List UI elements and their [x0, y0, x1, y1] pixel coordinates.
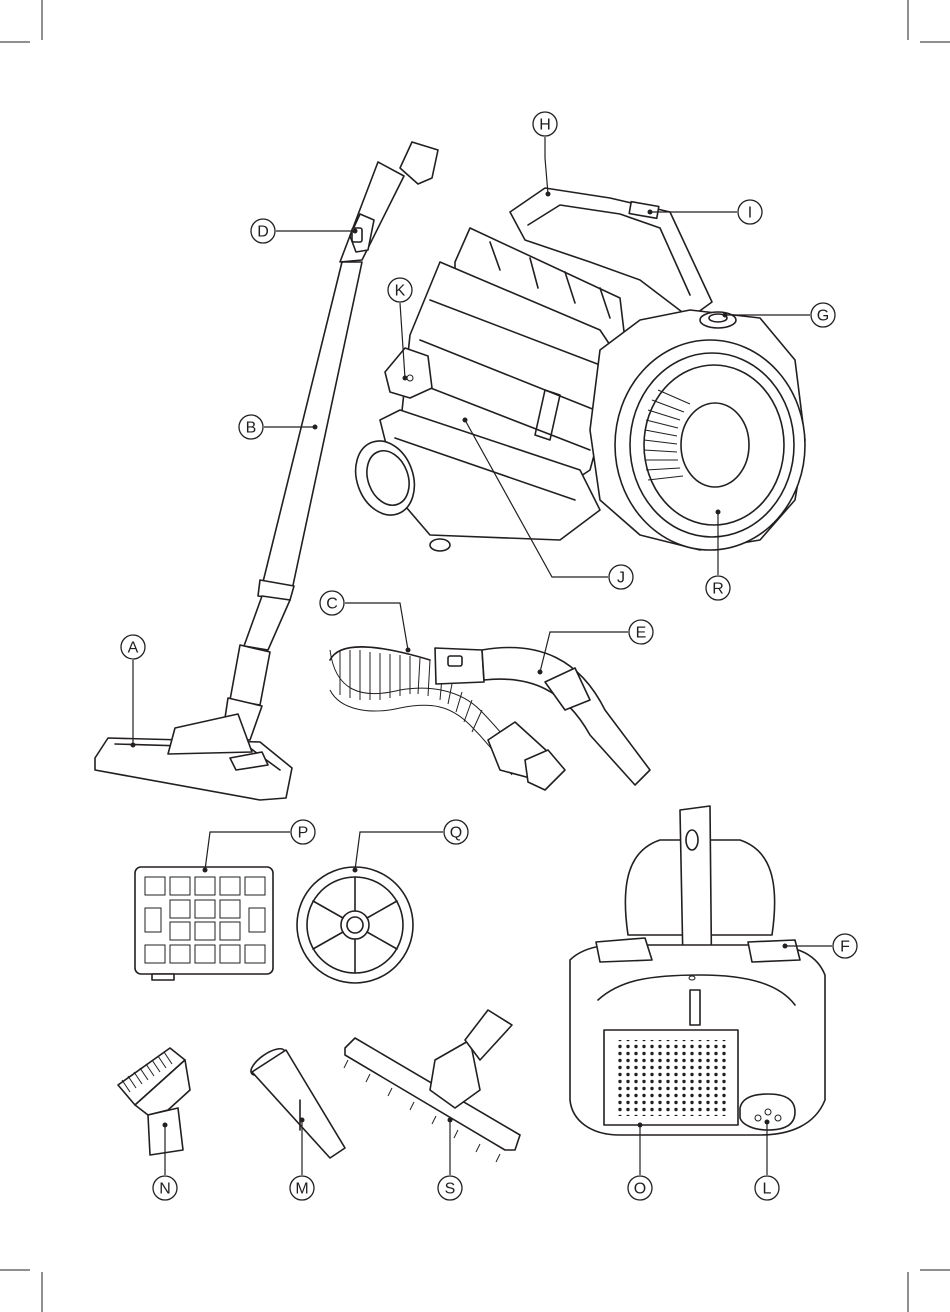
callout-label-J: J — [617, 570, 625, 587]
callout-C: C — [320, 591, 344, 615]
crevice-tool — [247, 1044, 345, 1158]
hose — [330, 647, 650, 790]
callout-label-R: R — [712, 581, 724, 598]
callout-L: L — [755, 1176, 779, 1200]
round-filter — [297, 867, 413, 983]
callout-label-S: S — [445, 1181, 456, 1198]
callout-S: S — [438, 1176, 462, 1200]
callout-D: D — [251, 219, 275, 243]
vacuum-rear-view — [570, 806, 825, 1135]
callout-label-F: F — [840, 939, 850, 956]
floor-brush — [344, 1010, 520, 1162]
callout-B: B — [239, 415, 263, 439]
callout-E: E — [629, 620, 653, 644]
callout-label-Q: Q — [450, 825, 462, 842]
callout-label-G: G — [817, 308, 829, 325]
hepa-filter — [135, 867, 273, 980]
callout-label-H: H — [539, 117, 551, 134]
callout-P: P — [291, 820, 315, 844]
callout-F: F — [833, 934, 857, 958]
callout-H: H — [533, 112, 557, 136]
callout-label-I: I — [748, 205, 752, 222]
callout-label-P: P — [298, 825, 309, 842]
callout-Q: Q — [444, 820, 468, 844]
callout-M: M — [290, 1176, 314, 1200]
callout-label-N: N — [159, 1181, 171, 1198]
callout-label-E: E — [636, 625, 647, 642]
dusting-brush — [118, 1048, 190, 1155]
callout-G: G — [811, 303, 835, 327]
callout-K: K — [388, 278, 412, 302]
callout-label-L: L — [763, 1181, 772, 1198]
callout-A: A — [121, 635, 145, 659]
callout-label-A: A — [128, 640, 139, 657]
callout-O: O — [628, 1176, 652, 1200]
callout-label-D: D — [257, 224, 269, 241]
callout-label-M: M — [295, 1181, 308, 1198]
callout-label-C: C — [326, 596, 338, 613]
callout-J: J — [609, 565, 633, 589]
callout-N: N — [153, 1176, 177, 1200]
callout-label-K: K — [395, 283, 406, 300]
callout-label-B: B — [246, 420, 257, 437]
callout-R: R — [706, 576, 730, 600]
vacuum-main-body — [346, 188, 805, 551]
callout-label-O: O — [634, 1181, 646, 1198]
callout-I: I — [738, 200, 762, 224]
